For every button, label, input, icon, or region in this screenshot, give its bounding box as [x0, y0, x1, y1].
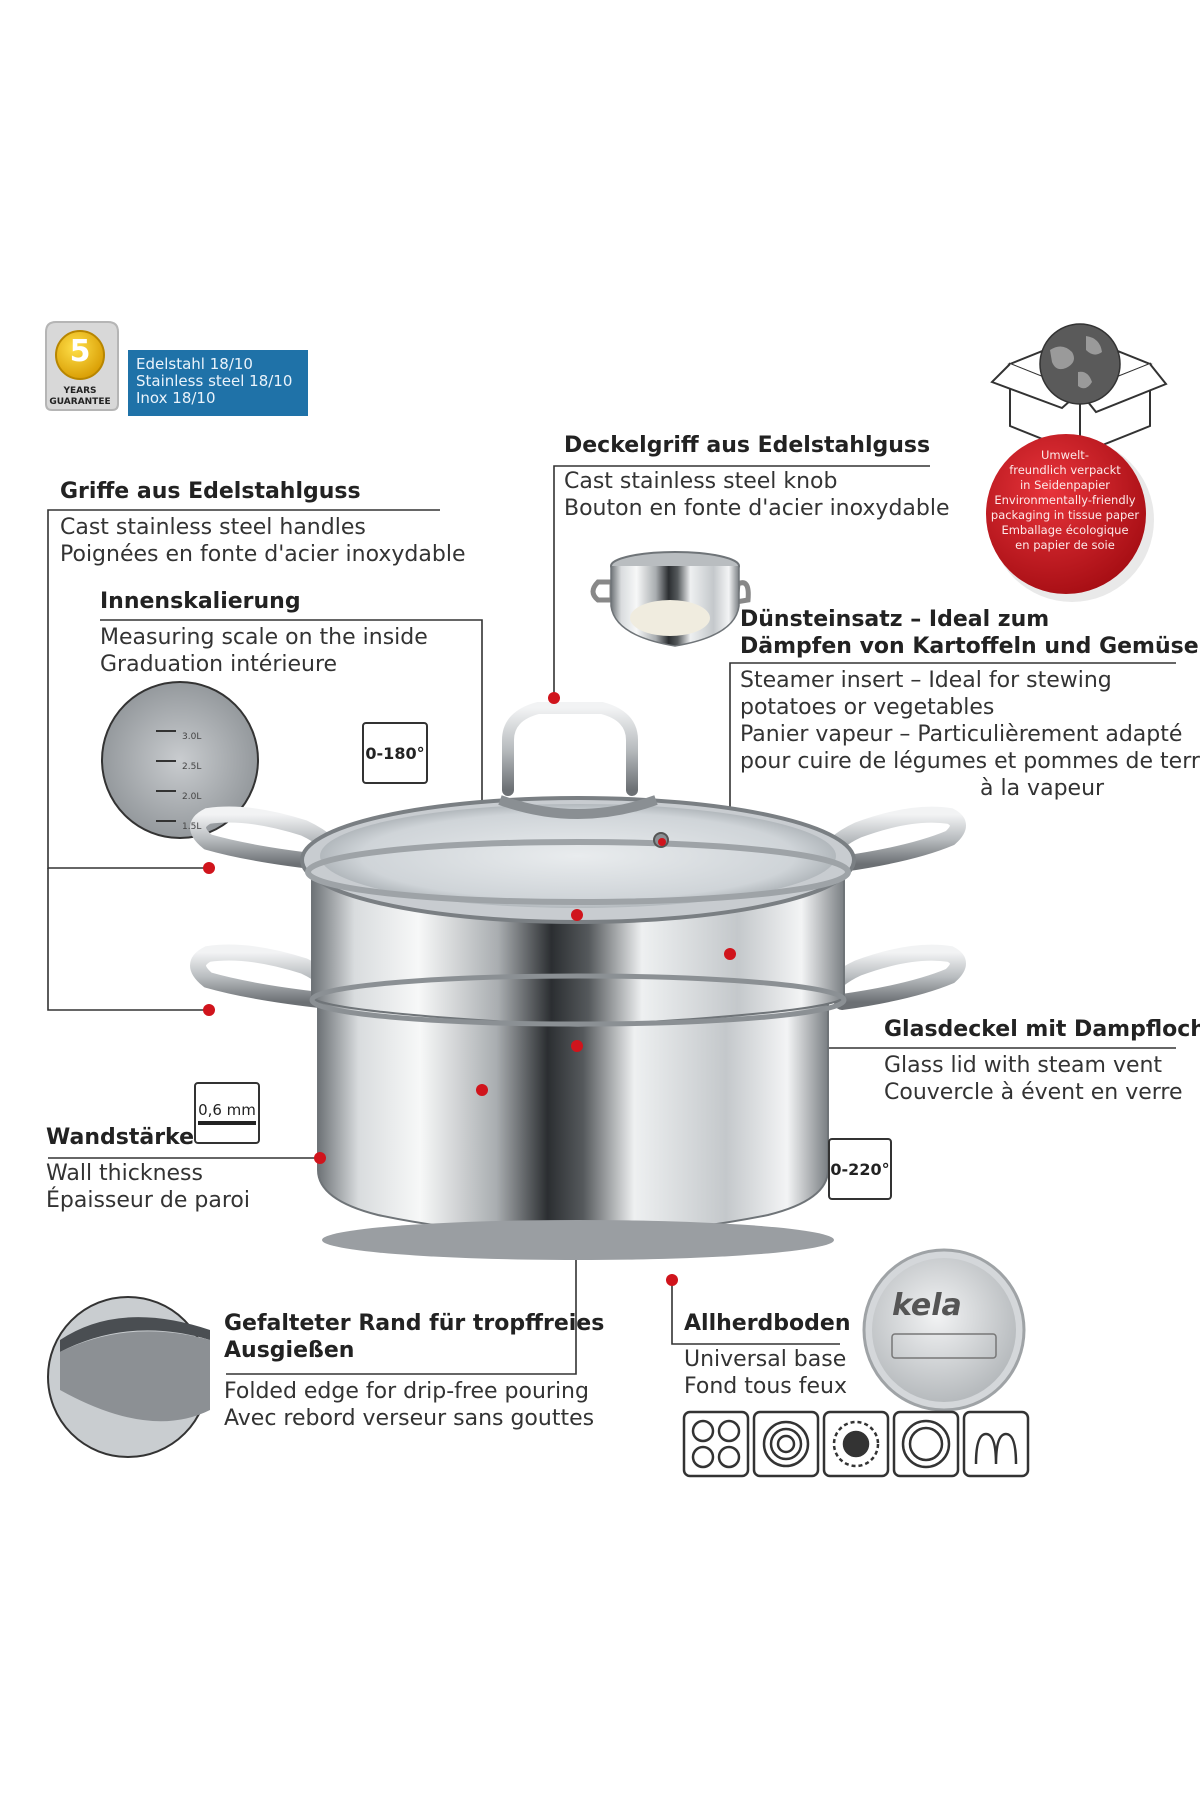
callout-fr: Bouton en fonte d'acier inoxydable [564, 496, 950, 521]
induction-hob-icon [962, 1410, 1030, 1478]
callout-title: Griffe aus Edelstahlguss [60, 479, 361, 504]
callout-title: Allherdboden [684, 1311, 851, 1336]
steamer-insert-image [590, 551, 751, 647]
callout-en: Cast stainless steel knob [564, 469, 838, 494]
eco-line: Umwelt- [1041, 448, 1089, 462]
eco-packaging-badge [986, 434, 1154, 602]
eco-line: in Seidenpapier [1019, 478, 1111, 492]
callout-knob: Deckelgriff aus Edelstahlguss [564, 432, 930, 459]
callout-fr: Fond tous feux [684, 1374, 847, 1399]
callout-lid-text: Glass lid with steam vent Couvercle à év… [884, 1052, 1183, 1106]
guarantee-badge [45, 321, 119, 411]
callout-lid: Glasdeckel mit Dampfloch [884, 1016, 1200, 1043]
eco-line: en papier de soie [1015, 538, 1115, 552]
callout-edge-text: Folded edge for drip-free pouring Avec r… [224, 1378, 594, 1432]
eco-line: Environmentally-friendly [994, 493, 1136, 507]
wall-thickness-value: 0,6 mm [198, 1101, 256, 1125]
callout-title: Glasdeckel mit Dampfloch [884, 1017, 1200, 1042]
wall-thickness-badge: 0,6 mm [194, 1082, 260, 1144]
gas-hob-icon [822, 1410, 890, 1478]
callout-fr: Graduation intérieure [100, 652, 338, 677]
callout-title: Dämpfen von Kartoffeln und Gemüse [740, 634, 1199, 659]
callout-wall: Wandstärke [46, 1124, 194, 1151]
scale-mark: 2.5L [182, 762, 202, 772]
callout-scale-text: Measuring scale on the inside Graduation… [100, 624, 428, 678]
halogen-hob-icon [892, 1410, 960, 1478]
callout-steamer-text: Steamer insert – Ideal for stewing potat… [740, 667, 1200, 802]
pot-temperature-badge: 0-220° [828, 1138, 892, 1200]
callout-en: potatoes or vegetables [740, 695, 995, 720]
material-badge: Edelstahl 18/10 Stainless steel 18/10 In… [128, 350, 308, 416]
material-de: Edelstahl 18/10 [136, 355, 253, 373]
callout-edge: Gefalteter Rand für tropffreies Ausgieße… [224, 1310, 604, 1364]
guarantee-years: YEARS [63, 386, 97, 396]
scale-marks: 3.0L 2.5L 2.0L 1.5L [182, 722, 201, 842]
callout-scale: Innenskalierung [100, 588, 301, 615]
callout-handles-text: Cast stainless steel handles Poignées en… [60, 514, 465, 568]
kela-logo: kela [892, 1288, 962, 1323]
callout-wall-text: Wall thickness Épaisseur de paroi [46, 1160, 250, 1214]
electric-hob-icon [682, 1410, 750, 1478]
callout-fr: Avec rebord verseur sans gouttes [224, 1406, 595, 1431]
callout-fr: Couvercle à évent en verre [884, 1080, 1183, 1105]
callout-title: Innenskalierung [100, 589, 301, 614]
guarantee-number: 5 [69, 334, 91, 369]
hob-icons [682, 1410, 1030, 1478]
callout-title: Ausgießen [224, 1338, 355, 1363]
steamer-pot-image [190, 702, 966, 1260]
callout-fr: Poignées en fonte d'acier inoxydable [60, 542, 466, 567]
callout-en: Steamer insert – Ideal for stewing [740, 668, 1112, 693]
callout-en: Measuring scale on the inside [100, 625, 428, 650]
callout-title: Gefalteter Rand für tropffreies [224, 1311, 605, 1336]
callout-en: Wall thickness [46, 1161, 203, 1186]
guarantee-label: YEARS GUARANTEE [44, 386, 116, 408]
callout-en: Folded edge for drip-free pouring [224, 1379, 589, 1404]
ceramic-hob-icon [752, 1410, 820, 1478]
eco-box-icon [990, 323, 1168, 456]
material-en: Stainless steel 18/10 [136, 372, 293, 390]
folded-edge-inset-image [47, 1296, 210, 1458]
guarantee-word: GUARANTEE [49, 397, 111, 407]
scale-inset-image [101, 681, 259, 839]
eco-badge-text: Umwelt- freundlich verpackt in Seidenpap… [984, 448, 1146, 553]
eco-line: packaging in tissue paper [990, 508, 1140, 522]
callout-base-text: Universal base Fond tous feux [684, 1346, 847, 1400]
callout-en: Universal base [684, 1347, 847, 1372]
lid-temperature-badge: 0-180° [362, 722, 428, 784]
callout-markers [203, 692, 736, 1286]
callout-en: Cast stainless steel handles [60, 515, 366, 540]
callout-fr: Épaisseur de paroi [46, 1188, 250, 1213]
callout-fr: pour cuire de légumes et pommes de terre [740, 749, 1200, 774]
callout-fr: Panier vapeur – Particulièrement adapté [740, 722, 1183, 747]
callout-base: Allherdboden [684, 1310, 850, 1337]
callout-knob-text: Cast stainless steel knob Bouton en font… [564, 468, 950, 522]
callout-en: Glass lid with steam vent [884, 1053, 1163, 1078]
callout-title: Wandstärke [46, 1125, 195, 1150]
callout-title: Deckelgriff aus Edelstahlguss [564, 433, 931, 458]
scale-mark: 2.0L [182, 792, 202, 802]
eco-line: freundlich verpackt [1009, 463, 1121, 477]
eco-line: Emballage écologique [1001, 523, 1129, 537]
scale-mark: 1.5L [182, 822, 202, 832]
scale-mark: 3.0L [182, 732, 202, 742]
callout-steamer: Dünsteinsatz – Ideal zum Dämpfen von Kar… [740, 606, 1199, 660]
material-fr: Inox 18/10 [136, 389, 216, 407]
callout-fr: à la vapeur [980, 776, 1105, 801]
callout-title: Dünsteinsatz – Ideal zum [740, 607, 1050, 632]
callout-handles: Griffe aus Edelstahlguss [60, 478, 361, 505]
base-disc-image [862, 1248, 1026, 1412]
